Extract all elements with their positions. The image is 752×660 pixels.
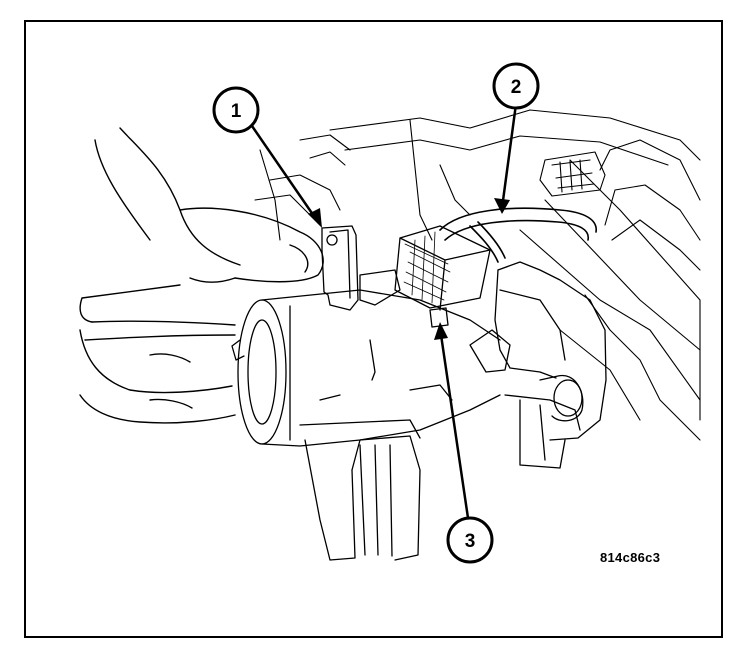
arrowhead-3 xyxy=(434,322,448,340)
technician-hand xyxy=(79,127,324,424)
leader-line-1 xyxy=(250,124,320,224)
callout-2-label: 2 xyxy=(511,77,522,98)
figure-frame xyxy=(24,20,723,638)
callout-3: 3 xyxy=(446,516,494,564)
arrowhead-2 xyxy=(494,198,510,214)
callout-3-label: 3 xyxy=(465,531,476,552)
electrical-connector xyxy=(359,225,491,328)
callout-1-label: 1 xyxy=(231,101,242,122)
switch-body-right xyxy=(469,261,607,469)
wire-harness xyxy=(439,207,597,263)
leader-line-3 xyxy=(438,326,470,520)
lock-tab xyxy=(321,225,359,311)
steering-column-background xyxy=(254,109,701,441)
lower-bracket xyxy=(299,419,421,561)
leader-line-2 xyxy=(500,102,518,210)
callout-1: 1 xyxy=(212,86,260,134)
arrowheads xyxy=(308,198,510,340)
switch-housing xyxy=(231,289,501,447)
figure-code: 814c86c3 xyxy=(600,550,661,565)
callout-2: 2 xyxy=(492,62,540,110)
arrowhead-1 xyxy=(308,208,322,228)
leader-lines xyxy=(250,102,518,520)
